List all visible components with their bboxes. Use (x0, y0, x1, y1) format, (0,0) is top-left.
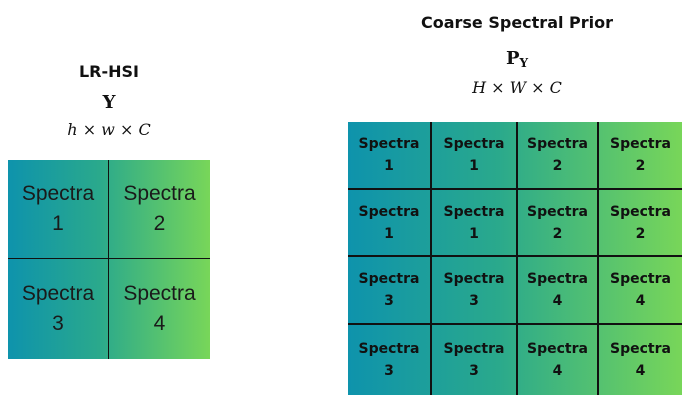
cell-number: 3 (52, 312, 64, 335)
prior-cell: Spectra 3 (432, 325, 518, 395)
cell-label: Spectra (610, 271, 671, 287)
prior-cell: Spectra 3 (348, 325, 432, 395)
lr-hsi-cell: Spectra 2 (109, 160, 210, 259)
cell-label: Spectra (21, 282, 95, 305)
prior-cell: Spectra 1 (348, 122, 432, 190)
cell-number: 1 (384, 225, 394, 242)
prior-cell: Spectra 1 (432, 190, 518, 257)
cell-number: 3 (384, 363, 394, 379)
lr-hsi-dimensions: h × w × C (67, 120, 151, 139)
cell-label: Spectra (21, 182, 95, 205)
prior-cell: Spectra 4 (599, 257, 682, 325)
lr-hsi-grid: Spectra 1 Spectra 2 Spectra 3 Spectra 4 (8, 160, 210, 359)
cell-number: 4 (635, 293, 646, 309)
prior-cell: Spectra 2 (599, 122, 682, 190)
cell-number: 4 (552, 293, 563, 309)
lr-hsi-cell: Spectra 4 (109, 259, 210, 359)
cell-number: 2 (153, 212, 166, 235)
cell-number: 1 (469, 158, 479, 174)
lr-hsi-title: LR-HSI (78, 62, 140, 81)
cell-label: Spectra (527, 203, 588, 220)
cell-number: 2 (552, 158, 563, 174)
prior-cell: Spectra 4 (518, 257, 599, 325)
prior-cell: Spectra 2 (599, 190, 682, 257)
cell-number: 2 (635, 225, 646, 242)
cell-number: 3 (469, 293, 479, 309)
coarse-spectral-prior-title: Coarse Spectral Prior (420, 13, 614, 32)
prior-cell: Spectra 1 (432, 122, 518, 190)
cell-label: Spectra (527, 271, 588, 287)
prior-cell: Spectra 4 (518, 325, 599, 395)
cell-label: Spectra (443, 341, 505, 357)
cell-number: 3 (384, 293, 394, 309)
lr-hsi-cell: Spectra 3 (8, 259, 109, 359)
cell-label: Spectra (527, 341, 588, 357)
cell-number: 4 (552, 363, 563, 379)
prior-grid: Spectra 1 Spectra 1 Spectra 2 Spectra 2 … (348, 122, 682, 395)
lr-hsi-symbol: Y (102, 92, 116, 113)
cell-number: 2 (635, 158, 646, 174)
prior-cell: Spectra 4 (599, 325, 682, 395)
cell-label: Spectra (610, 203, 671, 220)
cell-label: Spectra (527, 136, 588, 152)
prior-cell: Spectra 3 (432, 257, 518, 325)
cell-number: 2 (552, 225, 563, 242)
cell-label: Spectra (358, 136, 420, 152)
cell-label: Spectra (443, 271, 505, 287)
cell-number: 1 (52, 212, 64, 235)
cell-label: Spectra (443, 136, 505, 152)
cell-label: Spectra (358, 271, 420, 287)
cell-number: 3 (469, 363, 479, 379)
prior-cell: Spectra 2 (518, 190, 599, 257)
cell-label: Spectra (610, 341, 671, 357)
prior-symbol: PY (477, 48, 557, 70)
cell-number: 1 (469, 225, 479, 242)
prior-dimensions: H × W × C (472, 78, 562, 97)
cell-label: Spectra (358, 203, 420, 220)
prior-cell: Spectra 3 (348, 257, 432, 325)
prior-symbol-main: P (505, 48, 520, 69)
cell-number: 1 (384, 158, 394, 174)
cell-label: Spectra (123, 182, 196, 205)
prior-cell: Spectra 2 (518, 122, 599, 190)
cell-number: 4 (153, 312, 166, 335)
lr-hsi-cell: Spectra 1 (8, 160, 109, 259)
cell-label: Spectra (358, 341, 420, 357)
cell-label: Spectra (610, 136, 671, 152)
cell-label: Spectra (123, 282, 196, 305)
cell-number: 4 (635, 363, 646, 379)
prior-cell: Spectra 1 (348, 190, 432, 257)
cell-label: Spectra (443, 203, 505, 220)
prior-symbol-subscript: Y (519, 56, 529, 70)
